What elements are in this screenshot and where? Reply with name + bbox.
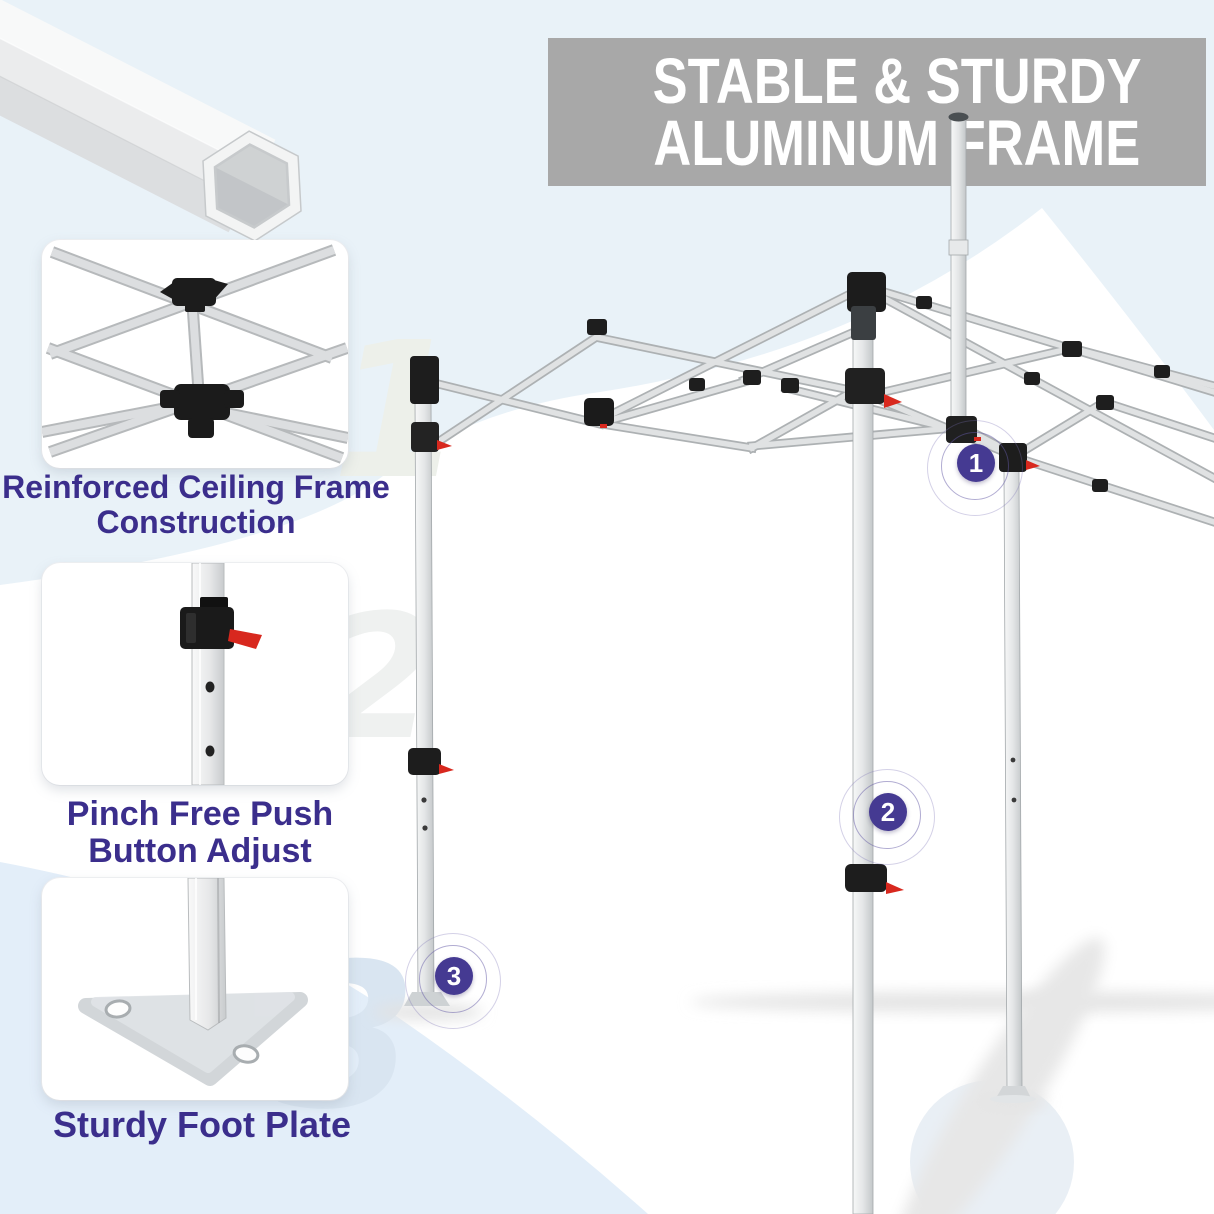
hex-tube-icon: [0, 0, 302, 240]
hub-connector: [160, 384, 244, 438]
push-button-image: [180, 563, 262, 785]
top-connector: [160, 278, 228, 312]
ceiling-frame-image: [42, 244, 348, 464]
callout-2-outer-ring: [839, 769, 935, 865]
feature-card-foot-plate: [42, 878, 348, 1100]
push-button-clamp: [180, 597, 262, 649]
callout-3-number: 3: [435, 957, 473, 995]
bottom-circle-shape: [910, 1080, 1074, 1214]
feature-caption-foot-plate: Sturdy Foot Plate: [52, 1104, 352, 1145]
feature-caption-ceiling-frame: Reinforced Ceiling Frame Construction: [2, 469, 390, 540]
header-title-line1: STABLE & STURDY: [652, 45, 1142, 117]
callout-2-number: 2: [869, 793, 907, 831]
feature-card-ceiling-frame: [42, 240, 348, 468]
foot-plate-image: [78, 878, 308, 1086]
callout-3-outer-ring: [405, 933, 501, 1029]
feature-card-push-button: [42, 563, 348, 785]
feature-caption-push-button: Pinch Free Push Button Adjust: [66, 795, 334, 870]
header-banner: STABLE & STURDY ALUMINUM FRAME: [548, 38, 1206, 186]
callout-1-number: 1: [957, 444, 995, 482]
header-title-line2: ALUMINUM FRAME: [653, 107, 1141, 179]
